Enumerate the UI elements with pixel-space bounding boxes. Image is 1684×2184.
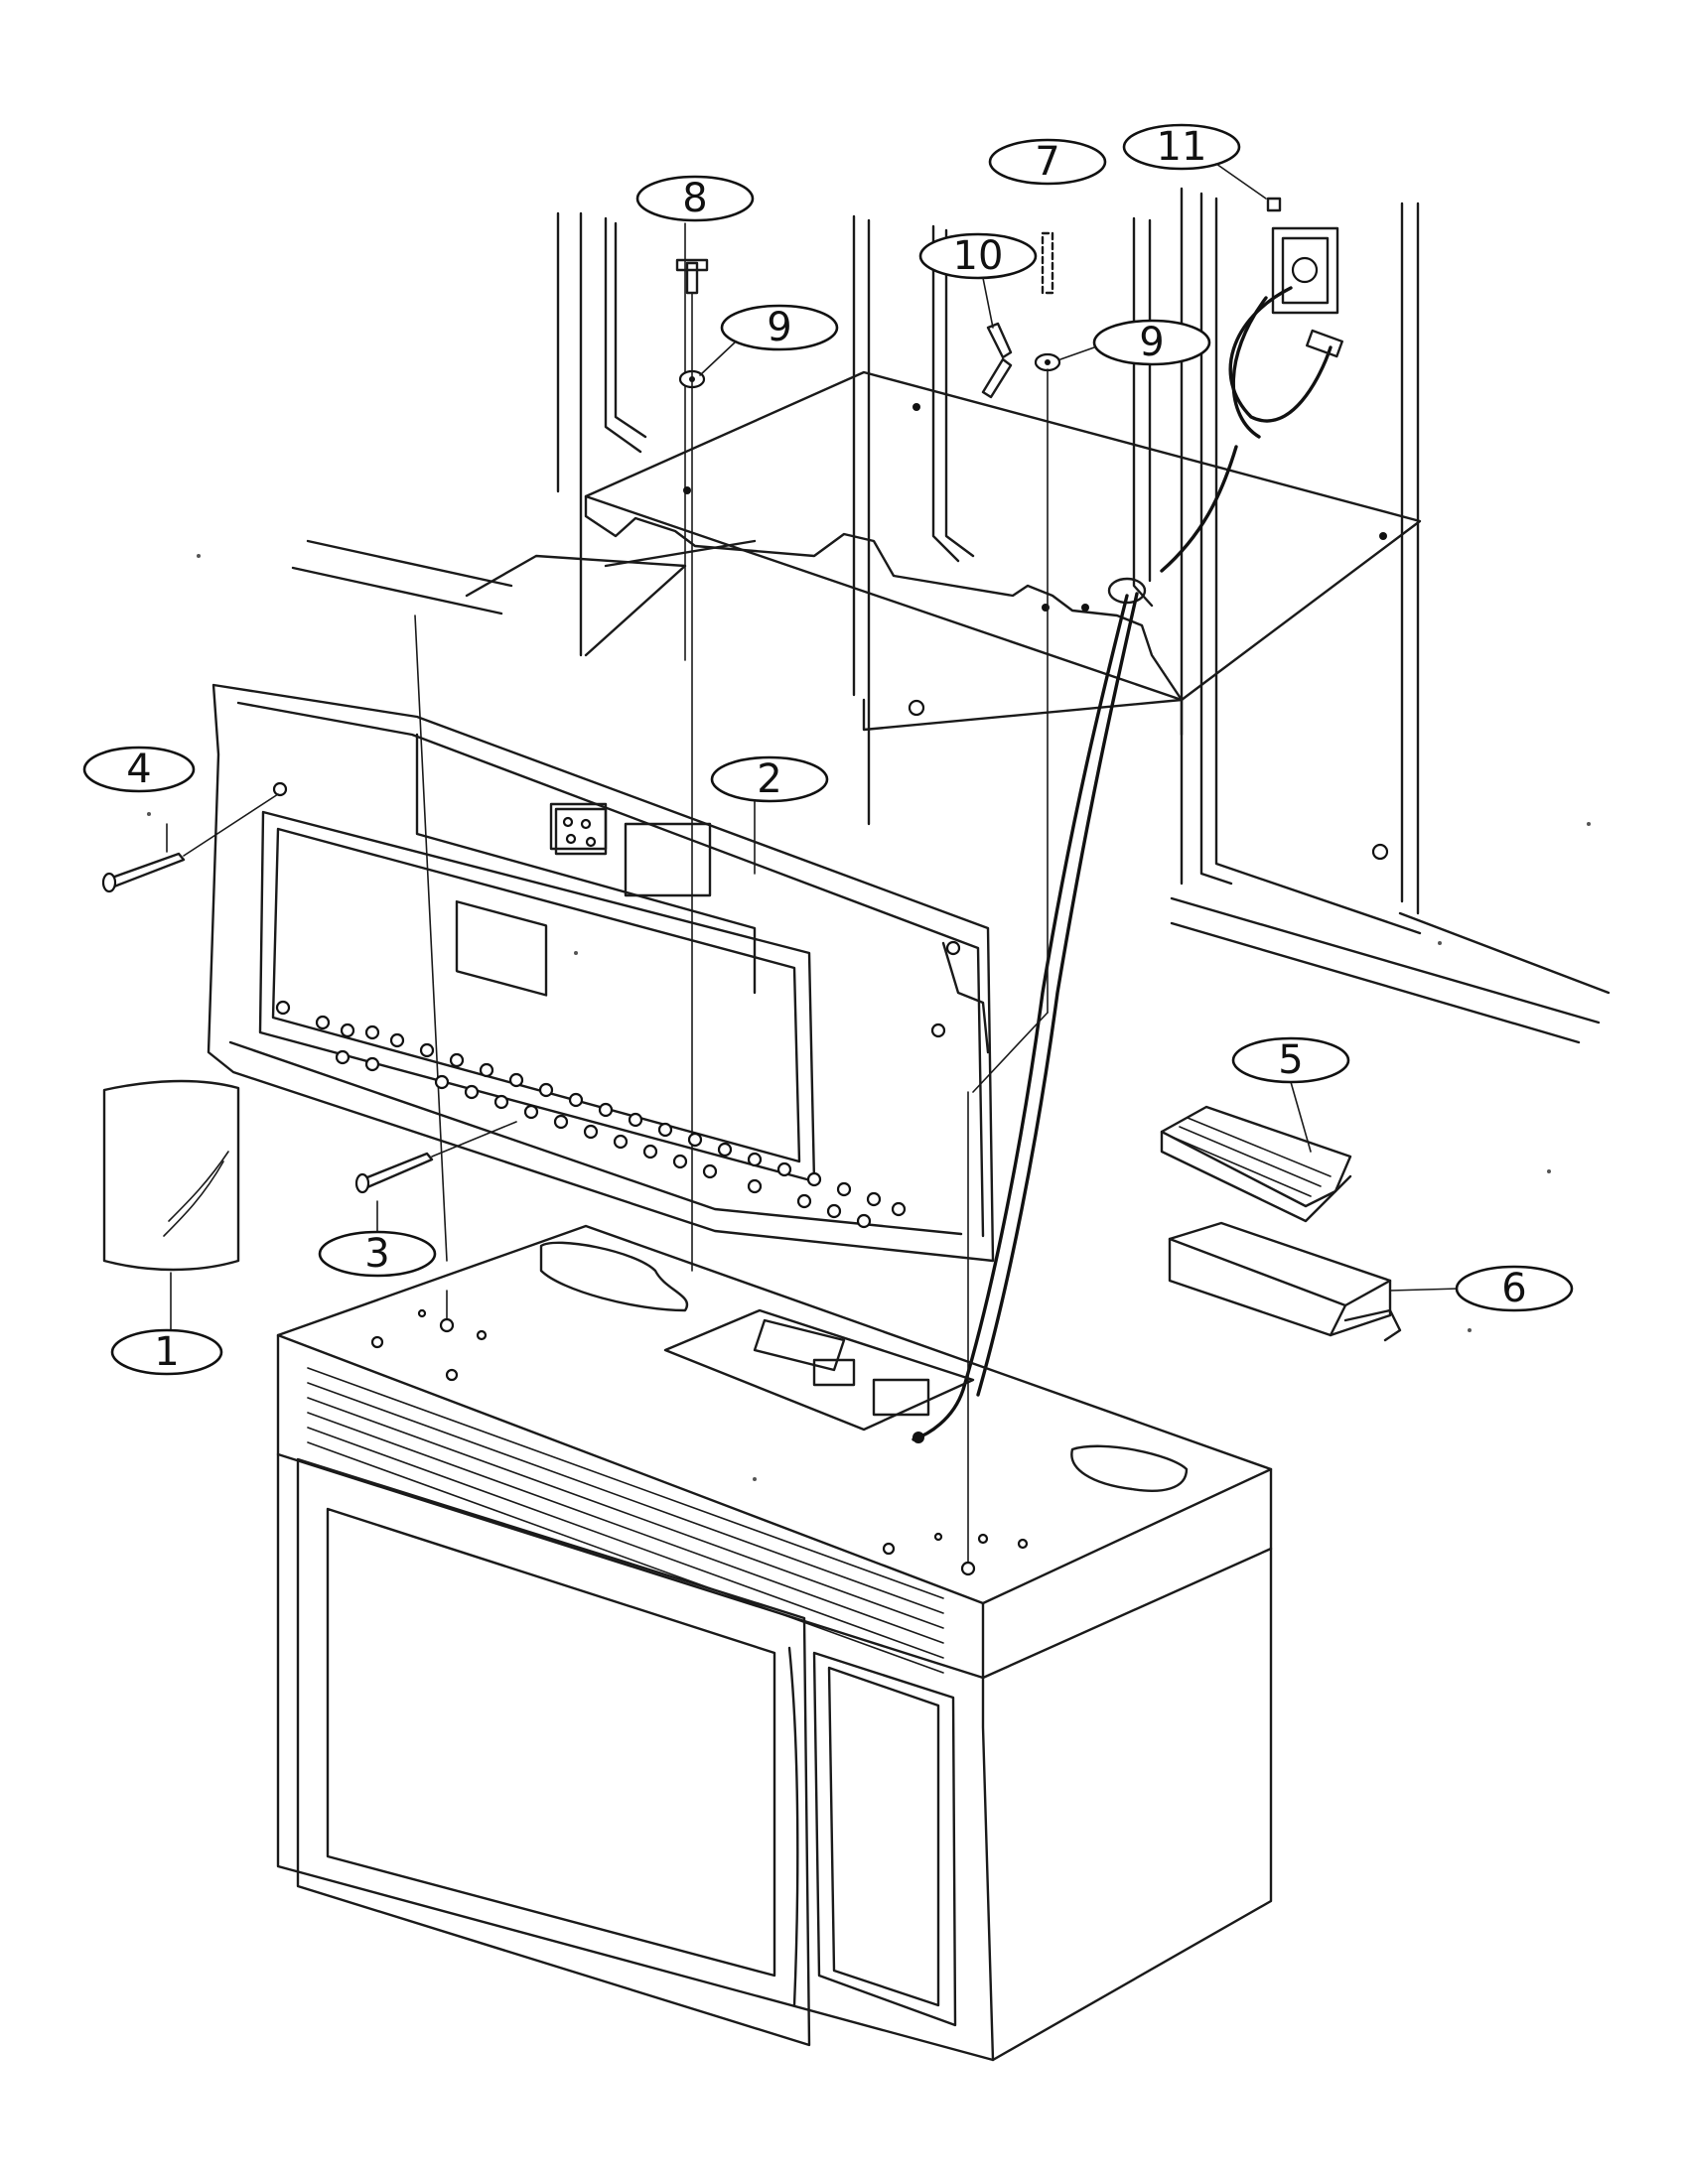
- callout-2: 2: [710, 755, 829, 875]
- damper-box: [1168, 1221, 1461, 1342]
- callout-8: 8: [635, 175, 755, 222]
- callout-11: 11: [1122, 123, 1267, 200]
- callout-9-left-label: 9: [767, 305, 791, 350]
- template-sheet: [102, 1079, 240, 1331]
- scan-specks: [147, 554, 1591, 1481]
- callout-9-right-label: 9: [1139, 320, 1164, 365]
- callout-9-right: 9: [1059, 319, 1211, 366]
- filter-part: [1160, 1081, 1352, 1223]
- callout-8-label: 8: [682, 176, 707, 221]
- callout-2-label: 2: [757, 756, 781, 802]
- callout-6: 6: [1455, 1265, 1574, 1312]
- vent-slots: [307, 1367, 944, 1674]
- callout-11-label: 11: [1157, 124, 1207, 170]
- top-screws: [675, 197, 1282, 399]
- callout-3: 3: [318, 1230, 437, 1278]
- callout-9-left: 9: [699, 304, 839, 376]
- callout-7: 7: [988, 138, 1107, 186]
- callout-10: 10: [918, 232, 1038, 329]
- wood-screws: [101, 793, 517, 1252]
- callout-4-label: 4: [126, 747, 151, 792]
- microwave-oven: [276, 1224, 1273, 2062]
- callout-4: 4: [82, 746, 196, 793]
- callout-6-label: 6: [1501, 1266, 1526, 1311]
- callout-1: 1: [110, 1328, 223, 1376]
- plate-holes: [315, 1015, 907, 1229]
- mounting-plate: [207, 683, 995, 1263]
- callout-10-label: 10: [953, 233, 1004, 279]
- power-outlet-and-cord: [912, 226, 1343, 1441]
- callout-3-label: 3: [364, 1231, 389, 1277]
- callout-5: 5: [1231, 1036, 1350, 1084]
- callout-5-label: 5: [1278, 1037, 1303, 1083]
- callout-7-label: 7: [1035, 139, 1059, 185]
- callout-1-label: 1: [154, 1329, 179, 1375]
- callouts: 8 7 11 10 9 9 4: [82, 123, 1574, 1376]
